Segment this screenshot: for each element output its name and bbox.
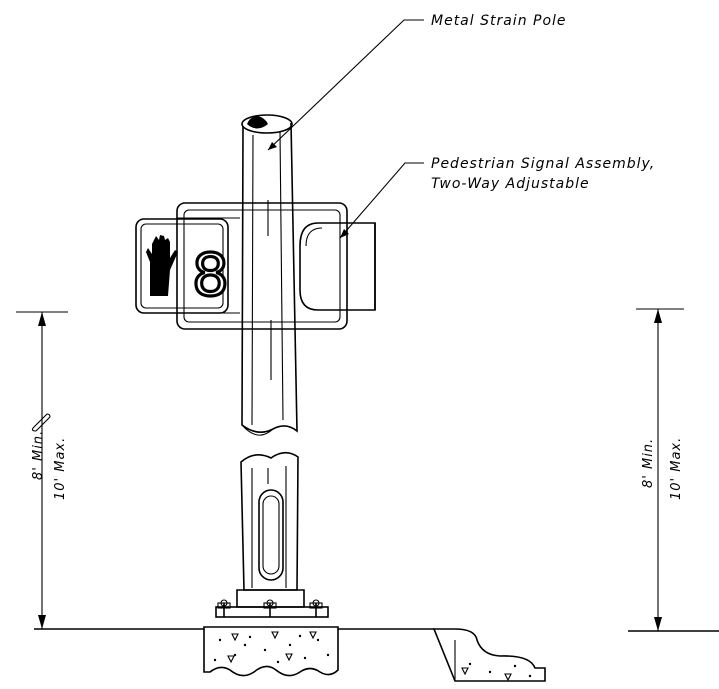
- concrete-foundation: [203, 626, 339, 677]
- countdown-digit: 8: [192, 241, 229, 309]
- pole-label: Metal Strain Pole: [431, 13, 567, 29]
- anchor-bolt-right: [309, 599, 323, 617]
- right-dim-min: 8' Min.: [641, 438, 656, 488]
- right-dim-max: 10' Max.: [669, 437, 684, 500]
- pole-upper: [241, 114, 298, 436]
- assembly-label-line2: Two-Way Adjustable: [431, 176, 590, 192]
- anchor-bolt-left: [217, 599, 231, 617]
- base-plate: [215, 589, 329, 618]
- left-dim-min: 8' Min.: [31, 430, 46, 480]
- hand-icon: [146, 235, 178, 296]
- dimension-left: [16, 311, 68, 629]
- ground-line: [34, 628, 719, 632]
- pole-lower: [240, 451, 299, 591]
- left-dim-max: 10' Max.: [53, 437, 68, 500]
- anchor-bolt-center: [263, 599, 277, 617]
- signal-visor: [299, 222, 376, 311]
- curb: [432, 628, 546, 682]
- assembly-leader: [339, 162, 424, 239]
- pole-leader: [267, 19, 424, 151]
- pedestrian-signal-head: 8: [135, 218, 231, 314]
- dimension-right: [636, 308, 684, 631]
- assembly-label-line1: Pedestrian Signal Assembly,: [431, 156, 655, 172]
- handhole: [258, 489, 284, 581]
